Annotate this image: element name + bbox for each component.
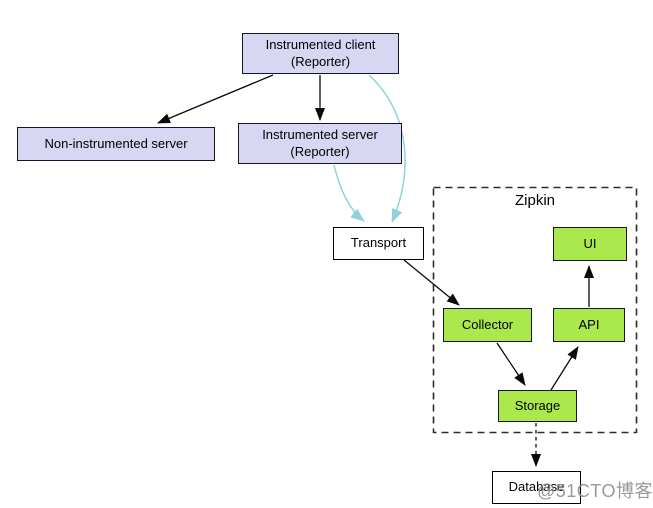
node-label: UI — [583, 235, 597, 251]
node-label: Storage — [514, 397, 561, 413]
node-database: Database — [492, 471, 581, 504]
node-label: Instrumented client — [265, 37, 376, 53]
zipkin-cluster-label: Zipkin — [514, 192, 555, 209]
node-sublabel: (Reporter) — [290, 143, 350, 159]
node-storage: Storage — [498, 390, 577, 422]
51cto-watermark: @51CTO博客 — [537, 481, 653, 501]
node-instrumented-server: Instrumented server (Reporter) — [238, 123, 402, 164]
node-collector: Collector — [443, 308, 532, 342]
edge-collector-to-storage — [496, 342, 526, 386]
node-non-instrumented-server: Non-instrumented server — [17, 127, 215, 161]
node-sublabel: (Reporter) — [290, 53, 351, 69]
node-api: API — [553, 308, 625, 342]
node-label: API — [578, 316, 600, 332]
edge-storage-to-api — [550, 346, 579, 391]
edge-transport-to-collector — [403, 259, 460, 306]
zipkin-cluster-border — [432, 186, 638, 434]
node-transport: Transport — [333, 227, 424, 260]
edge-server-to-transport — [333, 164, 365, 222]
node-instrumented-client: Instrumented client (Reporter) — [242, 33, 399, 74]
node-label: Non-instrumented server — [44, 135, 188, 151]
node-label: Collector — [461, 316, 514, 332]
node-label: Instrumented server — [262, 127, 378, 143]
edge-client-to-non-instrumented-server — [157, 74, 274, 124]
node-label: Database — [508, 479, 565, 495]
node-ui: UI — [553, 227, 627, 261]
node-label: Transport — [350, 235, 407, 251]
edge-client-to-transport — [368, 74, 406, 223]
